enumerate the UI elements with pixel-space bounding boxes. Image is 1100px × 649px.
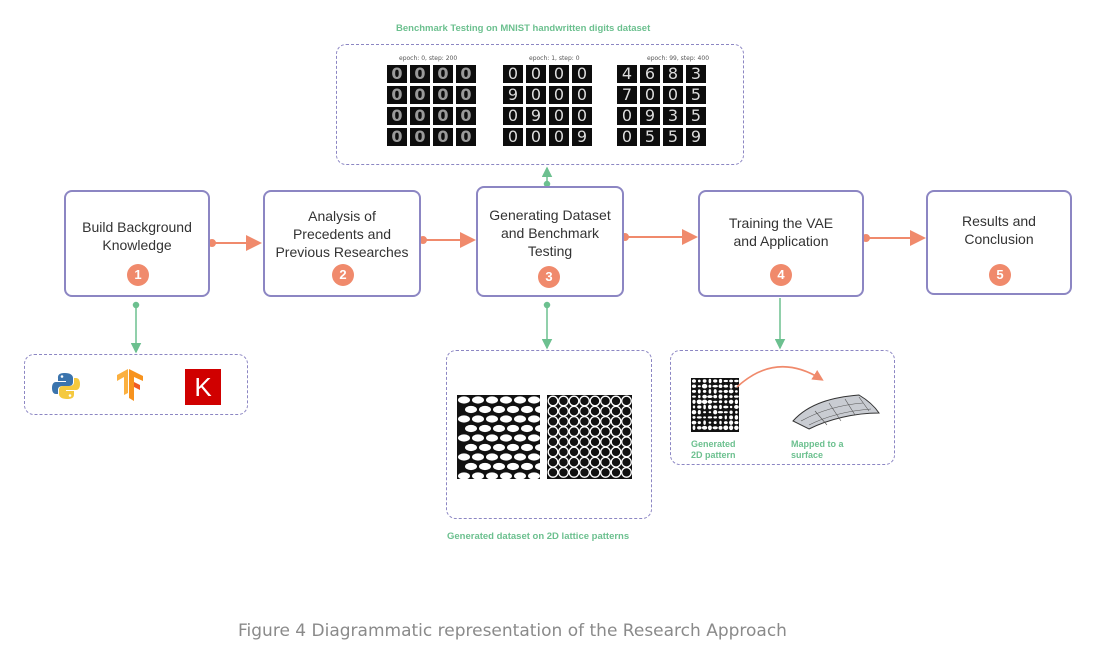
mnist-digit-cell: 7 [617, 86, 637, 104]
flow-arrow-2-3 [419, 232, 476, 248]
mnist-digit-cell: 0 [572, 65, 592, 83]
mnist-digit-cell: 0 [549, 65, 569, 83]
mnist-digit-cell: 0 [526, 128, 546, 146]
lattice-panel [446, 350, 652, 519]
generated-2d-pattern-image [691, 378, 739, 432]
mnist-digit-cell: 0 [410, 128, 430, 146]
mnist-panel: epoch: 0, step: 200 epoch: 1, step: 0 ep… [336, 44, 744, 165]
mnist-digit-cell: 0 [503, 128, 523, 146]
mnist-digit-cell: 0 [526, 86, 546, 104]
step-2-label: Analysis of Precedents and Previous Rese… [275, 208, 409, 260]
mnist-digit-cell: 0 [572, 86, 592, 104]
step-box-3: Generating Dataset and Benchmark Testing… [476, 186, 624, 297]
mnist-digit-cell: 6 [640, 65, 660, 83]
mnist-digit-cell: 5 [663, 128, 683, 146]
mnist-digit-cell: 0 [549, 86, 569, 104]
link-step3-mnist [541, 166, 553, 188]
mnist-digit-cell: 0 [456, 86, 476, 104]
step-1-badge: 1 [127, 264, 149, 286]
step-3-label: Generating Dataset and Benchmark Testing [489, 207, 611, 259]
mnist-digit-cell: 3 [663, 107, 683, 125]
mnist-digit-cell: 0 [433, 107, 453, 125]
mnist-digit-cell: 0 [410, 107, 430, 125]
mnist-digit-cell: 0 [617, 107, 637, 125]
tools-panel: K [24, 354, 248, 415]
step-4-label: Training the VAE and Application [728, 215, 834, 249]
mnist-panel-3-head: epoch: 99, step: 400 [647, 55, 710, 62]
flow-arrow-4-5 [862, 230, 926, 246]
mnist-digit-cell: 0 [456, 107, 476, 125]
mnist-title: Benchmark Testing on MNIST handwritten d… [396, 23, 651, 34]
mnist-digit-cell: 0 [503, 65, 523, 83]
step-5-label: Results and Conclusion [962, 213, 1036, 247]
application-panel: Generated 2D pattern Mapped to a surface [670, 350, 895, 465]
step-box-5: Results and Conclusion 5 [926, 190, 1072, 295]
mnist-panel-1-head: epoch: 0, step: 200 [399, 55, 458, 62]
mnist-digit-cell: 9 [572, 128, 592, 146]
mnist-digit-cell: 0 [526, 65, 546, 83]
mnist-digit-cell: 0 [387, 128, 407, 146]
keras-logo-icon: K [185, 369, 221, 405]
step-3-badge: 3 [538, 266, 560, 288]
mnist-digit-cell: 9 [526, 107, 546, 125]
step-1-label: Build Background Knowledge [82, 219, 192, 253]
mnist-digit-cell: 0 [433, 86, 453, 104]
mnist-digit-cell: 0 [549, 128, 569, 146]
mnist-digit-cell: 3 [686, 65, 706, 83]
mnist-digit-cell: 9 [503, 86, 523, 104]
mnist-digit-cell: 0 [433, 128, 453, 146]
mnist-digit-cell: 0 [456, 65, 476, 83]
mnist-digit-cell: 0 [549, 107, 569, 125]
step-2-badge: 2 [332, 264, 354, 286]
step-box-1: Build Background Knowledge 1 [64, 190, 210, 297]
mnist-digit-cell: 0 [572, 107, 592, 125]
mnist-digit-cell: 5 [686, 86, 706, 104]
mapped-surface-image [792, 394, 880, 430]
python-logo-icon [52, 373, 80, 399]
mnist-digit-cell: 0 [387, 65, 407, 83]
link-step3-lattice [541, 301, 553, 350]
mnist-digit-cell: 0 [433, 65, 453, 83]
generated-pattern-label: Generated 2D pattern [691, 439, 736, 460]
lattice-pattern-circle-image [547, 395, 632, 479]
mnist-digit-cell: 0 [410, 65, 430, 83]
step-4-badge: 4 [770, 264, 792, 286]
mnist-digit-cell: 0 [503, 107, 523, 125]
flow-arrow-1-2 [208, 235, 262, 251]
mnist-digit-cell: 0 [663, 86, 683, 104]
link-step1-tools [130, 301, 142, 354]
mapping-curve-arrow [736, 366, 824, 388]
mnist-digit-cell: 0 [640, 86, 660, 104]
lattice-pattern-hex-image [457, 395, 540, 479]
mnist-digit-cell: 0 [617, 128, 637, 146]
mnist-digit-cell: 9 [640, 107, 660, 125]
mnist-digit-cell: 0 [410, 86, 430, 104]
step-5-badge: 5 [989, 264, 1011, 286]
tensorflow-logo-icon [117, 369, 143, 401]
mnist-digit-cell: 9 [686, 128, 706, 146]
mnist-digit-cell: 5 [686, 107, 706, 125]
step-box-2: Analysis of Precedents and Previous Rese… [263, 190, 421, 297]
mnist-digit-cell: 5 [640, 128, 660, 146]
mnist-digit-cell: 0 [456, 128, 476, 146]
mnist-digit-cell: 0 [387, 86, 407, 104]
step-box-4: Training the VAE and Application 4 [698, 190, 864, 297]
mapped-surface-label: Mapped to a surface [791, 439, 844, 460]
mnist-digit-cell: 4 [617, 65, 637, 83]
lattice-label: Generated dataset on 2D lattice patterns [447, 531, 630, 542]
flow-arrow-3-4 [621, 229, 698, 245]
mnist-digit-cell: 8 [663, 65, 683, 83]
mnist-panel-2-head: epoch: 1, step: 0 [529, 55, 580, 62]
mnist-digit-cell: 0 [387, 107, 407, 125]
figure-caption: Figure 4 Diagrammatic representation of … [238, 621, 787, 641]
